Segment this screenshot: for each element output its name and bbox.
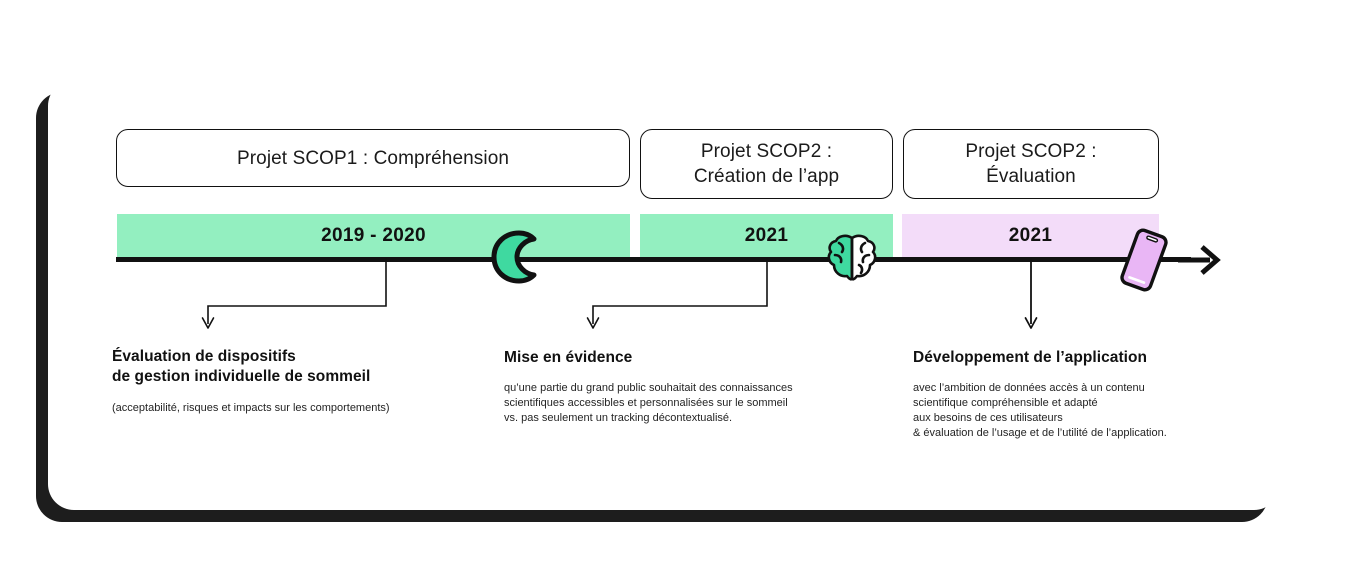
brain-icon bbox=[827, 234, 877, 281]
annotation-1-title: Évaluation de dispositifs de gestion ind… bbox=[112, 348, 371, 385]
smartphone-icon bbox=[1120, 228, 1168, 292]
annotation-3-body: avec l’ambition de données accès à un co… bbox=[913, 382, 1167, 439]
connector-3 bbox=[1024, 258, 1038, 329]
phase-box-2[interactable]: Projet SCOP2 : Création de l’app bbox=[640, 129, 893, 199]
annotation-3: Développement de l’application avec l’am… bbox=[913, 348, 1243, 441]
annotation-1: Évaluation de dispositifs de gestion ind… bbox=[112, 347, 472, 416]
year-label-3: 2021 bbox=[1008, 225, 1053, 246]
annotation-1-body: (acceptabilité, risques et impacts sur l… bbox=[112, 402, 390, 414]
phase-title-1: Projet SCOP1 : Compréhension bbox=[236, 147, 510, 169]
phase-title-3-line-1: Projet SCOP2 : bbox=[965, 141, 1097, 162]
annotation-2: Mise en évidence qu’une partie du grand … bbox=[504, 348, 864, 426]
annotation-3-title: Développement de l’application bbox=[913, 349, 1148, 366]
phase-title-2-line-2: Création de l’app bbox=[693, 166, 840, 187]
phase-box-1[interactable]: Projet SCOP1 : Compréhension bbox=[116, 129, 630, 187]
year-label-2: 2021 bbox=[744, 225, 789, 246]
annotation-2-title: Mise en évidence bbox=[504, 349, 633, 366]
phase-title-3-line-2: Évaluation bbox=[986, 166, 1076, 187]
connector-1 bbox=[201, 258, 387, 329]
phase-box-3[interactable]: Projet SCOP2 : Évaluation bbox=[903, 129, 1159, 199]
connector-2 bbox=[586, 258, 768, 329]
timeline-axis bbox=[116, 257, 1191, 262]
arrow-right-icon bbox=[1178, 245, 1221, 275]
crescent-moon-icon bbox=[491, 230, 537, 284]
year-label-1: 2019 - 2020 bbox=[321, 225, 426, 246]
year-bar-3: 2021 bbox=[902, 214, 1159, 258]
year-bar-1: 2019 - 2020 bbox=[117, 214, 630, 258]
annotation-2-body: qu’une partie du grand public souhaitait… bbox=[504, 382, 793, 424]
phase-title-2-line-1: Projet SCOP2 : bbox=[700, 141, 833, 162]
